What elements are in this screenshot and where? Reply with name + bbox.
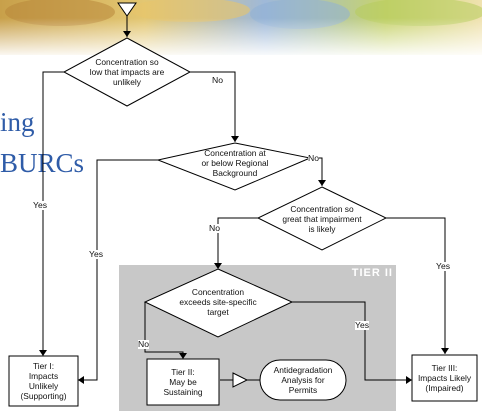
entry-arrow <box>117 2 137 17</box>
edge-d3-yes <box>386 217 446 354</box>
background-heading-fragment-2: BURCs <box>0 148 85 178</box>
edge-label-d3-yes: Yes <box>436 261 451 271</box>
tier1-label: Tier I: Impacts Unlikely (Supporting) <box>20 360 67 402</box>
arrowhead <box>78 376 84 384</box>
tier2-box <box>146 358 220 406</box>
decision-diamond-2 <box>156 142 312 191</box>
tier2-label: Tier II: May be Sustaining <box>163 366 203 398</box>
arrowhead <box>214 263 222 269</box>
edge-label-d4-yes: Yes <box>355 320 370 330</box>
flow-triangle-icon <box>232 372 249 388</box>
decision-4-label: Concentration exceeds site-specific targ… <box>179 286 257 318</box>
antideg-box <box>259 359 347 401</box>
edge-label-d1-no: No <box>212 75 223 85</box>
tier3-label: Tier III: Impacts Likely (Impaired) <box>417 362 472 394</box>
decision-1-label: Concentration so low that impacts are un… <box>89 56 165 88</box>
tier2-panel-title: TIER II <box>351 267 393 279</box>
decorative-banner <box>0 0 482 58</box>
arrowhead <box>318 180 326 186</box>
decision-diamond-3 <box>256 186 388 251</box>
arrowhead <box>441 348 449 354</box>
arrowhead <box>179 353 187 359</box>
edge-d4-yes <box>292 301 412 381</box>
arrowhead <box>123 31 131 37</box>
decision-2-label: Concentration at or below Regional Backg… <box>201 147 269 179</box>
edge-label-d4-no: No <box>138 339 149 349</box>
arrowhead <box>406 376 412 384</box>
edge-d1-no <box>190 71 236 142</box>
edge-label-d3-no: No <box>209 223 220 233</box>
edge-label-d1-yes: Yes <box>33 200 48 210</box>
edge-d2-yes <box>78 159 158 381</box>
decision-3-label: Concentration so great that impairment i… <box>282 203 362 235</box>
tier1-box <box>8 355 79 407</box>
antidegradation-label: Antidegradation Analysis for Permits <box>273 364 333 396</box>
decision-diamond-4 <box>143 268 294 338</box>
edge-label-d2-no: No <box>308 153 319 163</box>
background-heading-fragment: ing <box>0 107 35 137</box>
tier3-box <box>411 354 478 402</box>
arrowhead <box>39 350 47 356</box>
arrowhead <box>231 136 239 142</box>
edge-label-d2-yes: Yes <box>89 249 104 259</box>
decision-diamond-1 <box>62 37 192 107</box>
edge-d3-no <box>217 217 258 264</box>
edge-d1-yes <box>42 71 64 356</box>
